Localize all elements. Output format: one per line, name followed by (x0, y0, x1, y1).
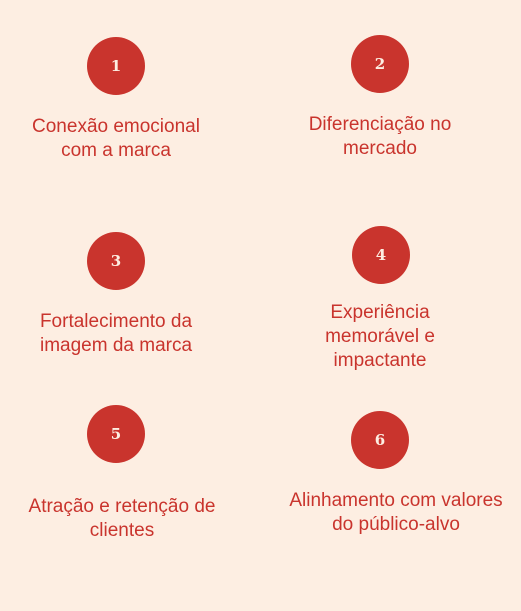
benefit-label-2: Diferenciação no mercado (308, 114, 452, 159)
number-badge-6: 6 (351, 411, 409, 469)
benefit-label-6: Alinhamento com valores do público-alvo (289, 490, 503, 535)
benefit-label-1: Conexão emocional com a marca (32, 116, 200, 161)
badge-number: 4 (375, 246, 387, 264)
number-badge-5: 5 (87, 405, 145, 463)
number-badge-1: 1 (87, 37, 145, 95)
number-badge-2: 2 (351, 35, 409, 93)
number-badge-4: 4 (352, 226, 410, 284)
badge-number: 1 (110, 57, 122, 75)
benefit-label-3: Fortalecimento da imagem da marca (39, 311, 193, 356)
benefit-label-5: Atração e retenção de clientes (28, 496, 216, 541)
badge-number: 5 (110, 425, 122, 443)
number-badge-3: 3 (87, 232, 145, 290)
badge-number: 2 (374, 55, 386, 73)
badge-number: 6 (374, 431, 386, 449)
badge-number: 3 (110, 252, 122, 270)
benefit-label-4: Experiência memorável e impactante (325, 302, 435, 371)
